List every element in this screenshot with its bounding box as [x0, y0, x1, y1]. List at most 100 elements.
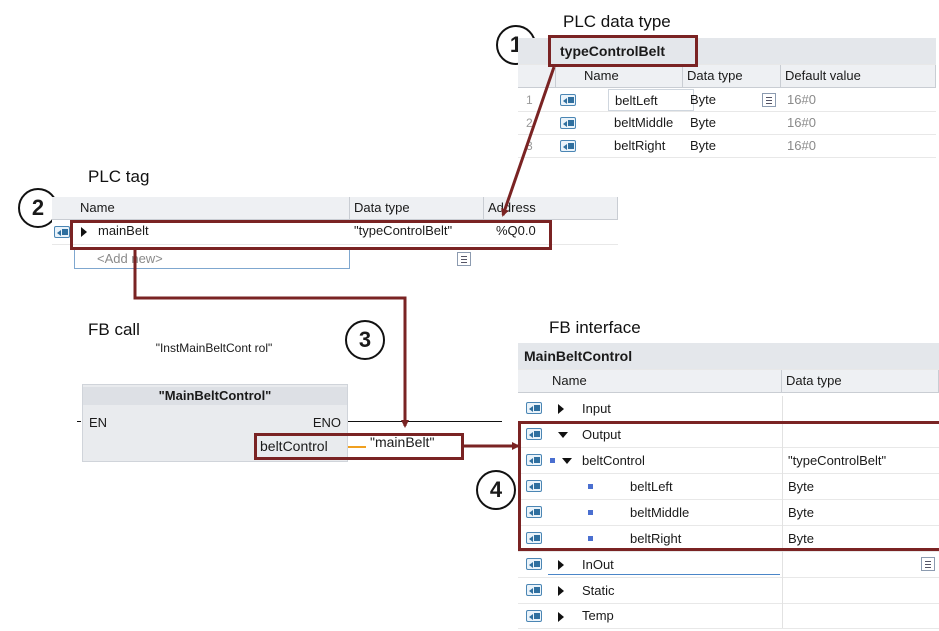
- member-default[interactable]: 16#0: [787, 92, 816, 107]
- member-icon: [560, 140, 576, 152]
- list-button-icon[interactable]: [762, 93, 776, 107]
- highlight-param: [254, 433, 464, 460]
- plc-tag-label: PLC tag: [88, 167, 150, 186]
- member-icon: [526, 532, 542, 544]
- data-type-title: typeControlBelt: [560, 43, 665, 59]
- member-type[interactable]: Byte: [788, 479, 815, 494]
- table-row[interactable]: 3 beltRight Byte 16#0: [518, 135, 936, 158]
- member-marker-icon: [550, 458, 555, 463]
- table-row[interactable]: beltControl "typeControlBelt": [518, 448, 939, 474]
- section-name[interactable]: Input: [582, 401, 611, 416]
- table-row[interactable]: 1 beltLeft Byte 16#0: [518, 89, 936, 112]
- data-type-title-bar: typeControlBelt: [518, 38, 936, 65]
- member-type[interactable]: "typeControlBelt": [788, 453, 887, 468]
- table-row[interactable]: Static: [518, 578, 939, 604]
- fb-interface-header: Name Data type: [518, 370, 939, 393]
- member-type[interactable]: Byte: [788, 531, 815, 546]
- section-icon: [526, 610, 542, 622]
- section-name[interactable]: Static: [582, 583, 615, 598]
- col-datatype[interactable]: Data type: [782, 370, 939, 392]
- table-row[interactable]: Output: [518, 422, 939, 448]
- col-datatype[interactable]: Data type: [683, 65, 781, 87]
- member-name[interactable]: beltControl: [582, 453, 645, 468]
- add-new-row[interactable]: <Add new>: [52, 247, 618, 271]
- fb-interface-title: MainBeltControl: [524, 348, 633, 364]
- expand-icon[interactable]: [558, 560, 564, 570]
- power-rail-left: [77, 421, 81, 422]
- member-icon: [560, 94, 576, 106]
- expand-icon[interactable]: [558, 404, 564, 414]
- section-icon: [526, 558, 542, 570]
- col-name[interactable]: Name: [76, 197, 350, 219]
- en-pin: EN: [89, 415, 108, 430]
- member-icon: [526, 454, 542, 466]
- instance-name: "InstMainBeltCont rol": [155, 341, 273, 355]
- member-name[interactable]: beltMiddle: [630, 505, 690, 520]
- tag-icon: [54, 226, 70, 238]
- row-number: 1: [526, 93, 533, 107]
- member-icon: [526, 506, 542, 518]
- collapse-icon[interactable]: [558, 432, 568, 438]
- section-icon: [526, 584, 542, 596]
- member-type[interactable]: Byte: [690, 138, 717, 153]
- highlight-type-title: [548, 35, 698, 67]
- expand-icon[interactable]: [558, 586, 564, 596]
- table-row[interactable]: beltMiddle Byte: [518, 500, 939, 526]
- eno-pin: ENO: [312, 415, 341, 430]
- table-row[interactable]: beltLeft Byte: [518, 474, 939, 500]
- datatype-input-underline[interactable]: [548, 574, 780, 575]
- expand-icon[interactable]: [81, 227, 87, 237]
- highlight-output-section: [518, 421, 939, 551]
- member-name[interactable]: beltLeft: [608, 89, 694, 111]
- plc-data-type-label: PLC data type: [563, 12, 671, 31]
- section-icon: [526, 402, 542, 414]
- member-name[interactable]: beltRight: [630, 531, 682, 546]
- fb-interface-label: FB interface: [549, 318, 641, 337]
- row-number: 2: [526, 116, 533, 130]
- member-name[interactable]: beltMiddle: [614, 115, 674, 130]
- member-icon: [526, 480, 542, 492]
- marker-4-text: 4: [489, 477, 503, 502]
- col-address[interactable]: Address: [484, 197, 618, 219]
- param-value[interactable]: "mainBelt": [370, 434, 435, 450]
- col-rownum: [518, 65, 556, 87]
- section-name[interactable]: InOut: [582, 557, 614, 572]
- tag-type[interactable]: "typeControlBelt": [354, 223, 453, 238]
- member-default[interactable]: 16#0: [787, 115, 816, 130]
- member-marker-icon: [588, 510, 593, 515]
- eno-wire: [348, 421, 502, 422]
- marker-2-text: 2: [31, 195, 45, 220]
- fb-interface-title-bar: MainBeltControl: [518, 343, 939, 370]
- table-row[interactable]: Input: [518, 396, 939, 422]
- collapse-icon[interactable]: [562, 458, 572, 464]
- tag-address[interactable]: %Q0.0: [496, 223, 536, 238]
- member-type[interactable]: Byte: [788, 505, 815, 520]
- col-default[interactable]: Default value: [781, 65, 936, 87]
- col-name[interactable]: Name: [548, 370, 782, 392]
- param-label: beltControl: [260, 438, 328, 454]
- tag-name[interactable]: mainBelt: [98, 223, 149, 238]
- member-name[interactable]: beltRight: [614, 138, 666, 153]
- section-name[interactable]: Output: [582, 427, 622, 442]
- highlight-tag-row: [70, 220, 552, 250]
- member-name[interactable]: beltLeft: [630, 479, 673, 494]
- member-type[interactable]: Byte: [690, 92, 717, 107]
- member-marker-icon: [588, 536, 593, 541]
- section-icon: [526, 428, 542, 440]
- marker-4: 4: [476, 470, 516, 510]
- table-row[interactable]: Temp: [518, 604, 939, 629]
- section-name[interactable]: Temp: [582, 608, 614, 623]
- table-row[interactable]: 2 beltMiddle Byte 16#0: [518, 112, 936, 135]
- col-datatype[interactable]: Data type: [350, 197, 484, 219]
- data-type-header: Name Data type Default value: [518, 65, 936, 88]
- list-button-icon[interactable]: [921, 557, 935, 571]
- table-row[interactable]: mainBelt "typeControlBelt" %Q0.0: [52, 220, 618, 245]
- add-new-input[interactable]: <Add new>: [74, 247, 350, 269]
- table-row[interactable]: beltRight Byte: [518, 526, 939, 552]
- col-name[interactable]: Name: [580, 65, 683, 87]
- list-button-icon[interactable]: [457, 252, 471, 266]
- member-type[interactable]: Byte: [690, 115, 717, 130]
- expand-icon[interactable]: [558, 612, 564, 622]
- table-row[interactable]: InOut: [518, 552, 939, 578]
- member-default[interactable]: 16#0: [787, 138, 816, 153]
